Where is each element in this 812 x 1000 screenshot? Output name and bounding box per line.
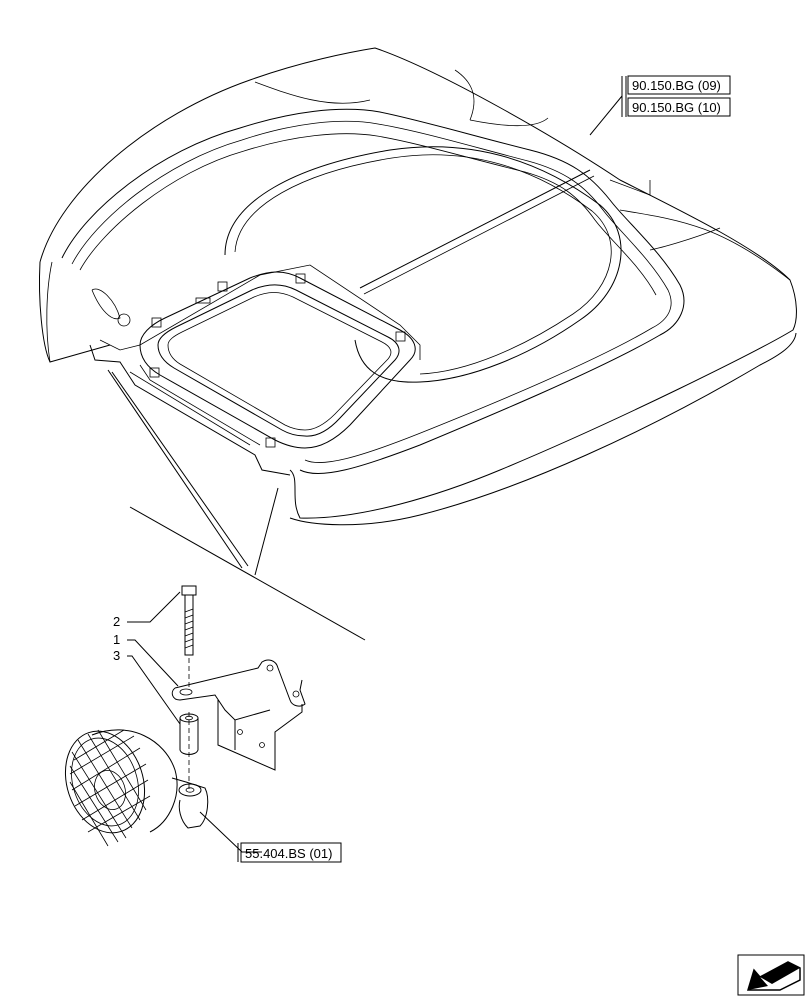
back-arrow-icon[interactable] <box>737 954 805 996</box>
callout-3[interactable]: 3 <box>113 648 120 663</box>
ref-90-150-bg-09[interactable]: 90.150.BG (09) <box>632 78 721 93</box>
ref-55-404-bs-01[interactable]: 55.404.BS (01) <box>245 846 332 861</box>
work-lamp <box>64 729 209 847</box>
callout-leaders <box>127 95 623 853</box>
callout-1[interactable]: 1 <box>113 632 120 647</box>
ref-box-lamp[interactable]: 55.404.BS (01) <box>237 842 342 863</box>
mount-leaders <box>107 369 366 641</box>
ref-90-150-bg-10[interactable]: 90.150.BG (10) <box>632 100 721 115</box>
bolt-part <box>181 585 197 790</box>
hatch-bolts <box>149 273 406 448</box>
ref-box-top[interactable]: 90.150.BG (09) 90.150.BG (10) <box>621 75 731 117</box>
bracket-part <box>171 659 306 771</box>
callout-2[interactable]: 2 <box>113 614 120 629</box>
cab-roof <box>38 47 797 526</box>
spacer-part <box>179 713 199 755</box>
